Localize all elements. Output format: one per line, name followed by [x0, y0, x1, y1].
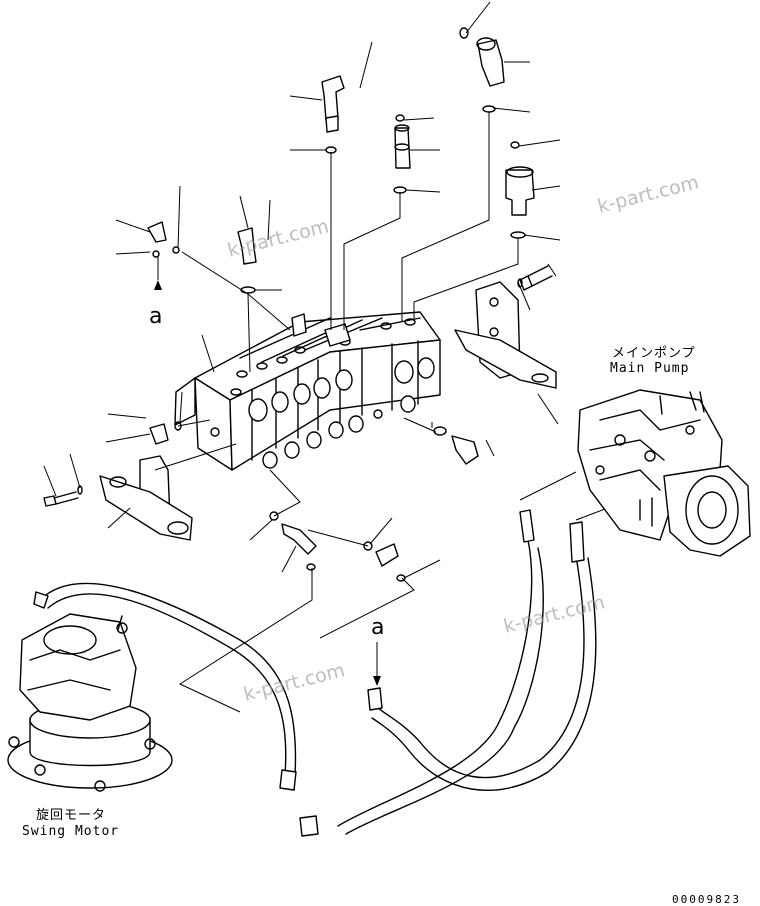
leader-lines: [43, 1, 635, 713]
swing-motor-label-jp: 旋回モータ: [36, 808, 107, 823]
hoses: [33, 509, 597, 837]
ref-arrow-top: [154, 280, 162, 290]
control-valve-assembly: [174, 311, 441, 471]
ref-letter-a-bottom: a: [371, 615, 385, 640]
valve-bracket-left: [99, 455, 193, 541]
ref-arrow-bottom: [373, 676, 381, 686]
ref-letter-a-top: a: [149, 304, 163, 329]
swing-motor: [7, 613, 173, 792]
main-pump: [577, 389, 751, 557]
swing-motor-label-en: Swing Motor: [22, 824, 120, 839]
main-pump-label-en: Main Pump: [610, 361, 690, 376]
valve-bracket-right: [454, 281, 557, 389]
main-pump-label-jp: メインポンプ: [612, 346, 696, 361]
fittings: [43, 27, 553, 582]
document-number: 00009823: [672, 893, 741, 906]
